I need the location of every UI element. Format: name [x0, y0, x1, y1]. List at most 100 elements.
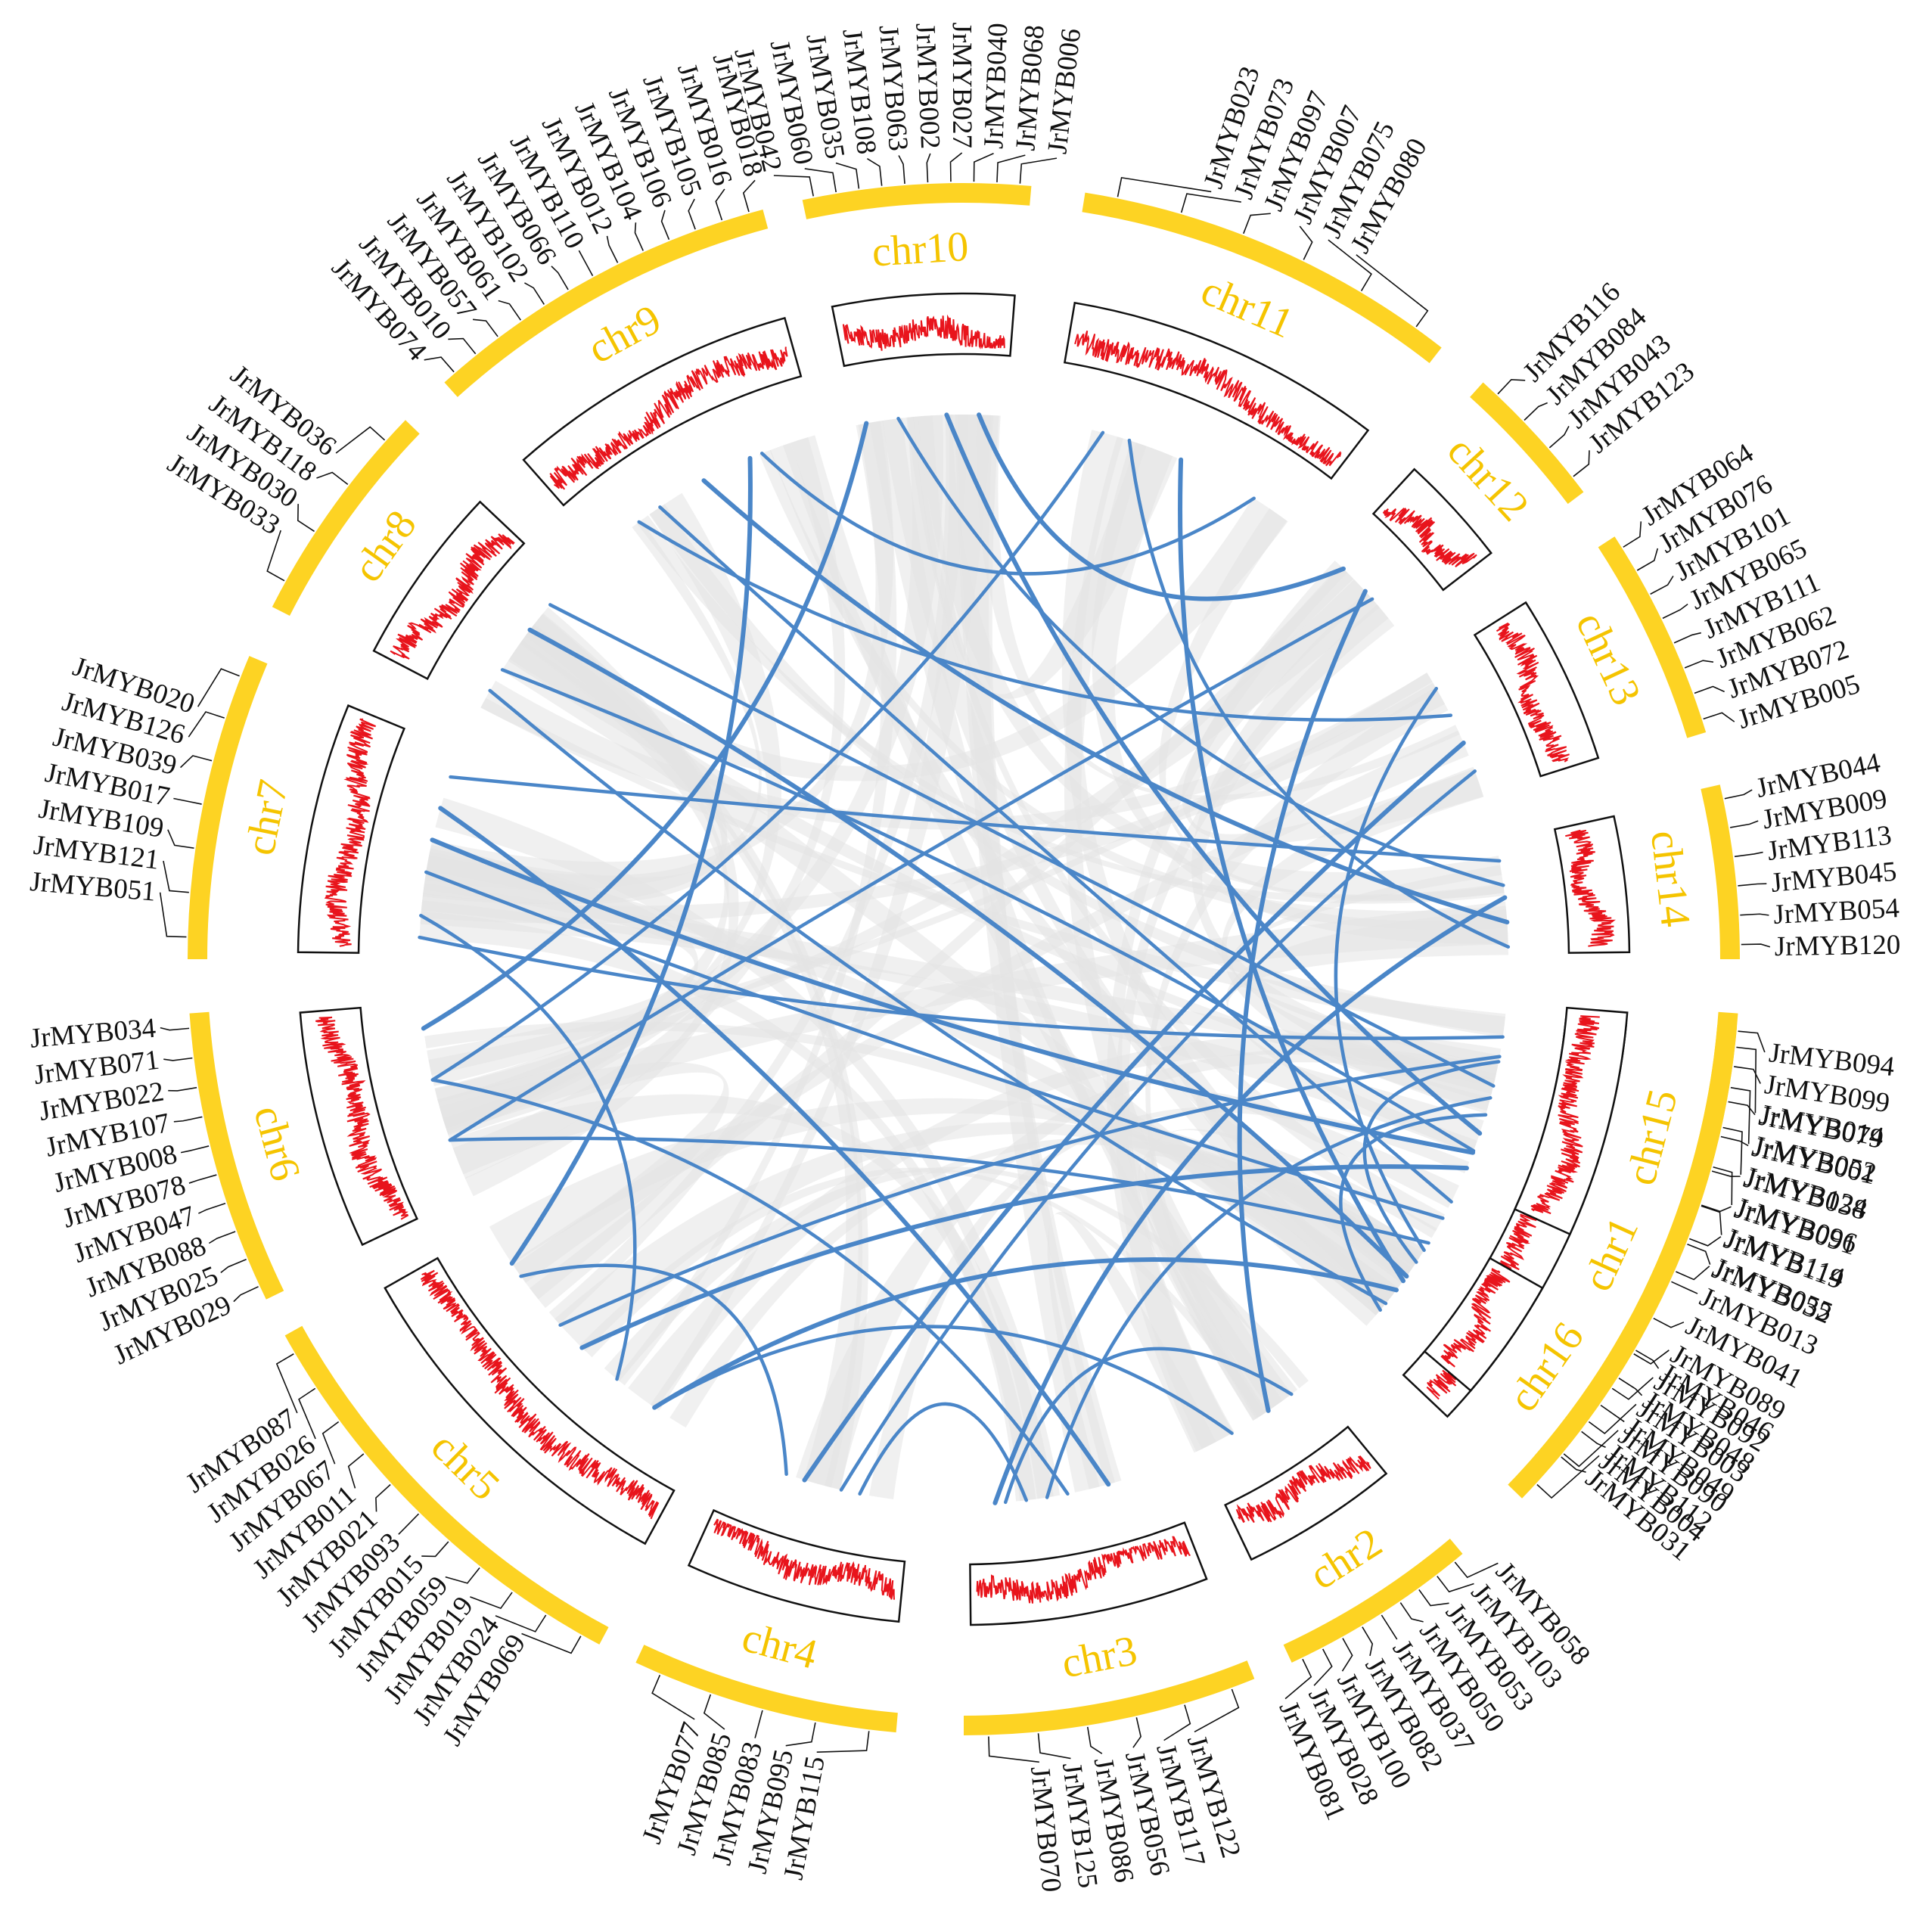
gene-leader-line	[1454, 1561, 1499, 1579]
gene-leader-line	[1588, 1403, 1637, 1434]
duplication-link	[421, 421, 869, 1031]
gene-leader-line	[715, 188, 725, 221]
duplication-link	[548, 603, 1496, 1088]
chromosome-label-chr14: chr14	[1642, 828, 1699, 930]
synteny-ribbon	[511, 730, 1469, 1284]
gene-leader-line	[375, 1483, 391, 1512]
gene-leader-line	[1037, 1733, 1071, 1760]
gene-leader-line	[173, 1116, 203, 1123]
gene-leader-line	[1703, 712, 1735, 722]
density-trace-chr7	[324, 718, 377, 947]
duplication-link	[509, 455, 753, 1266]
synteny-ribbon	[434, 624, 729, 1129]
density-track-frame-chr2	[1224, 1425, 1388, 1561]
density-trace-chr13	[1496, 622, 1570, 763]
gene-leader-line	[1561, 1456, 1586, 1473]
duplication-link	[858, 1402, 1028, 1502]
chromosome-ideogram-chr7	[188, 656, 268, 959]
density-track-frame-chr13	[1473, 601, 1600, 778]
density-trace-chr8	[390, 533, 515, 660]
gene-leader-line	[688, 198, 696, 230]
gene-leader-line	[660, 210, 670, 240]
gene-leader-line	[835, 162, 860, 189]
gene-leader-line	[1163, 1704, 1191, 1741]
gene-leader-line	[1548, 426, 1570, 449]
gene-leader-line	[220, 1258, 247, 1274]
chromosome-ideogram-chr11	[1082, 192, 1442, 363]
duplication-link	[759, 452, 1256, 576]
chromosome-label-chr1: chr1	[1574, 1210, 1648, 1298]
gene-leader-line	[1741, 943, 1771, 948]
gene-leader-line	[335, 426, 386, 454]
gene-leader-line	[275, 1353, 298, 1414]
gene-leader-line	[470, 1592, 513, 1610]
duplication-link	[1362, 1060, 1501, 1264]
gene-leader-line	[1536, 1455, 1600, 1499]
duplication-link	[637, 520, 1453, 722]
gene-leader-line	[651, 1674, 695, 1720]
gene-leader-line	[1662, 603, 1688, 620]
density-trace-chr3	[976, 1536, 1191, 1604]
gene-leader-line	[1581, 1430, 1606, 1448]
gene-leader-line	[988, 1736, 1039, 1763]
gene-leader-line	[321, 1421, 340, 1465]
gene-leader-line	[1418, 1589, 1449, 1607]
gene-leader-line	[1086, 1726, 1103, 1754]
gene-leader-line	[188, 711, 225, 738]
gene-leader-line	[1738, 883, 1767, 887]
duplication-link	[992, 895, 1508, 1505]
synteny-ribbon	[579, 1167, 1267, 1418]
gene-leader-line	[1381, 1614, 1398, 1640]
gene-density-tracks	[297, 292, 1631, 1626]
gene-leader-line	[1399, 1602, 1424, 1623]
gene-leader-line	[1730, 1086, 1751, 1145]
gene-leader-line	[1728, 1101, 1756, 1116]
synteny-ribbon	[420, 883, 1496, 1094]
chromosome-ideogram-chr10	[802, 183, 1032, 219]
duplication-link	[1045, 1096, 1492, 1499]
gene-leader-line	[1684, 660, 1714, 669]
chromosome-ideogram-chr4	[635, 1645, 898, 1733]
gene-leader-line	[197, 668, 240, 707]
density-trace-chr16	[1440, 1268, 1511, 1368]
gene-leader-line	[634, 222, 644, 251]
duplication-link	[430, 1078, 1070, 1496]
gene-label: JrMYB054	[1772, 893, 1900, 930]
gene-leader-line	[168, 1086, 197, 1092]
gene-leader-line	[1734, 851, 1763, 858]
gene-leader-line	[524, 282, 545, 305]
gene-leader-line	[996, 154, 1026, 182]
gene-leader-line	[1740, 913, 1769, 916]
gene-label: JrMYB027	[946, 22, 977, 148]
gene-leader-line	[159, 892, 187, 938]
chromosome-label-chr11: chr11	[1194, 267, 1300, 348]
gene-leader-line	[1734, 1066, 1761, 1084]
density-trace-chr15	[1530, 1015, 1600, 1215]
synteny-ribbon	[439, 1062, 729, 1300]
synteny-ribbon	[449, 1094, 1054, 1502]
gene-leader-line	[1019, 157, 1058, 184]
gene-leader-line	[1653, 1317, 1685, 1328]
chromosome-label-chr5: chr5	[422, 1423, 508, 1509]
gene-leader-line	[1687, 1244, 1711, 1265]
chromosome-ideogram-chr5	[284, 1325, 609, 1645]
gene-leader-line	[1117, 176, 1212, 197]
chromosome-ideogram-chr12	[1470, 382, 1584, 505]
gene-label: JrMYB040	[978, 23, 1014, 150]
synteny-ribbon	[628, 1033, 1502, 1409]
gene-leader-line	[173, 797, 202, 805]
density-trace-chr10	[842, 314, 1005, 351]
gene-leader-line	[1611, 1377, 1654, 1400]
gene-leader-line	[949, 152, 963, 182]
chromosome-label-chr9: chr9	[580, 296, 669, 373]
synteny-ribbon	[604, 1166, 1309, 1389]
gene-leader-line	[1720, 1135, 1749, 1147]
gene-leader-line	[179, 755, 213, 769]
gene-leader-line	[816, 1731, 870, 1753]
gene-leader-line	[1573, 450, 1590, 477]
gene-leader-line	[898, 155, 905, 185]
segmental-duplication-links	[418, 412, 1511, 1505]
gene-leader-line	[1701, 1205, 1722, 1235]
